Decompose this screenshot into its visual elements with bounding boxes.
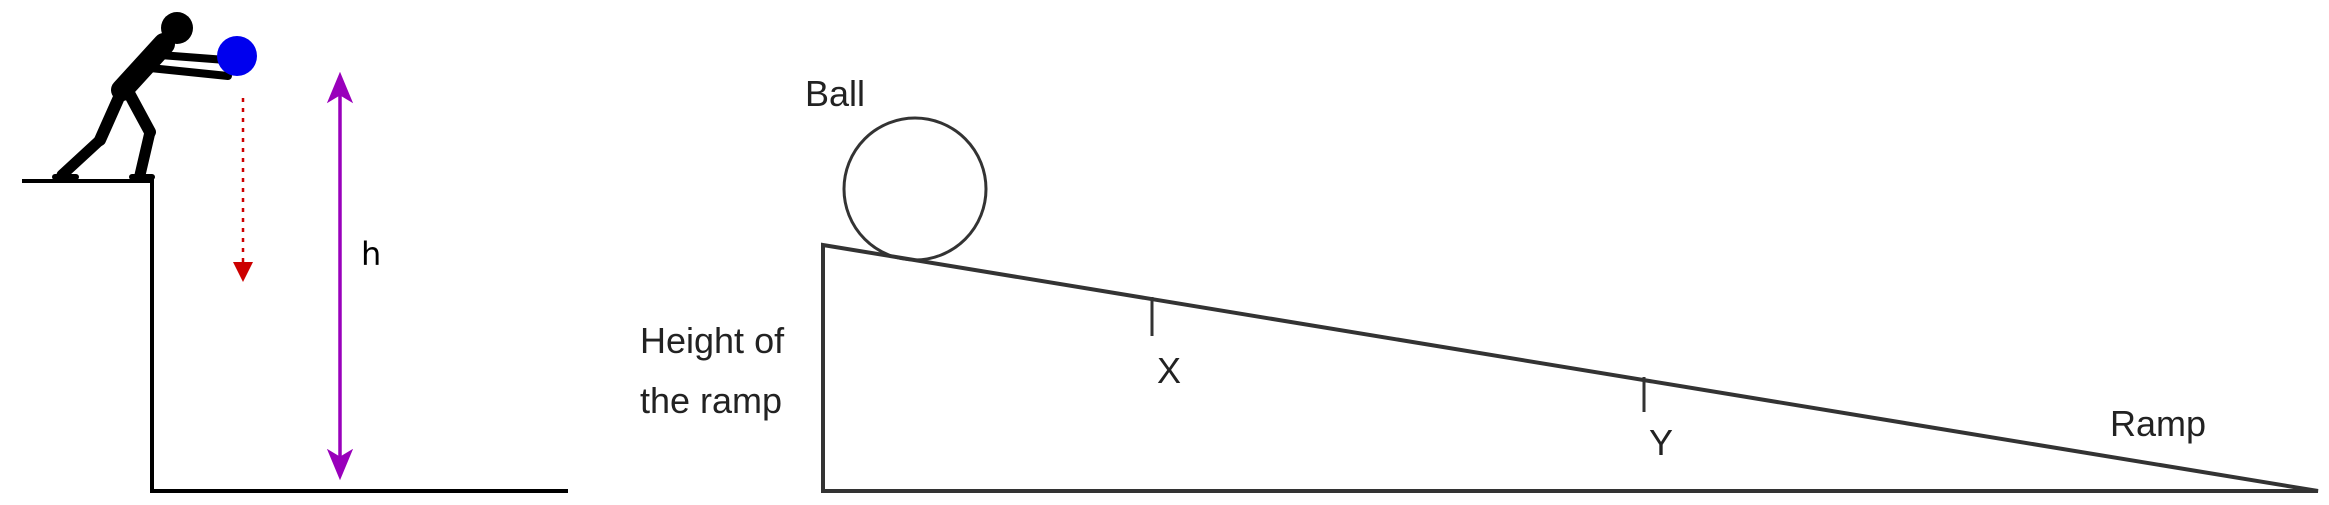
point-x-label: X — [1157, 350, 1181, 391]
person-icon — [52, 12, 232, 181]
ramp-height-label-line1: Height of — [640, 320, 785, 361]
ramp-height-label-line2: the ramp — [640, 380, 782, 421]
cliff-figure: h — [22, 12, 568, 493]
ball-label: Ball — [805, 73, 865, 114]
held-ball — [217, 36, 257, 76]
ramp-ball — [842, 116, 988, 262]
ramp-label: Ramp — [2110, 403, 2206, 444]
ramp-triangle — [821, 242, 2319, 493]
cliff-outline — [22, 179, 568, 493]
height-label: h — [361, 235, 381, 273]
point-y-label: Y — [1649, 422, 1673, 463]
ramp-figure: Ball Height of the ramp X Y Ramp — [640, 73, 2319, 493]
